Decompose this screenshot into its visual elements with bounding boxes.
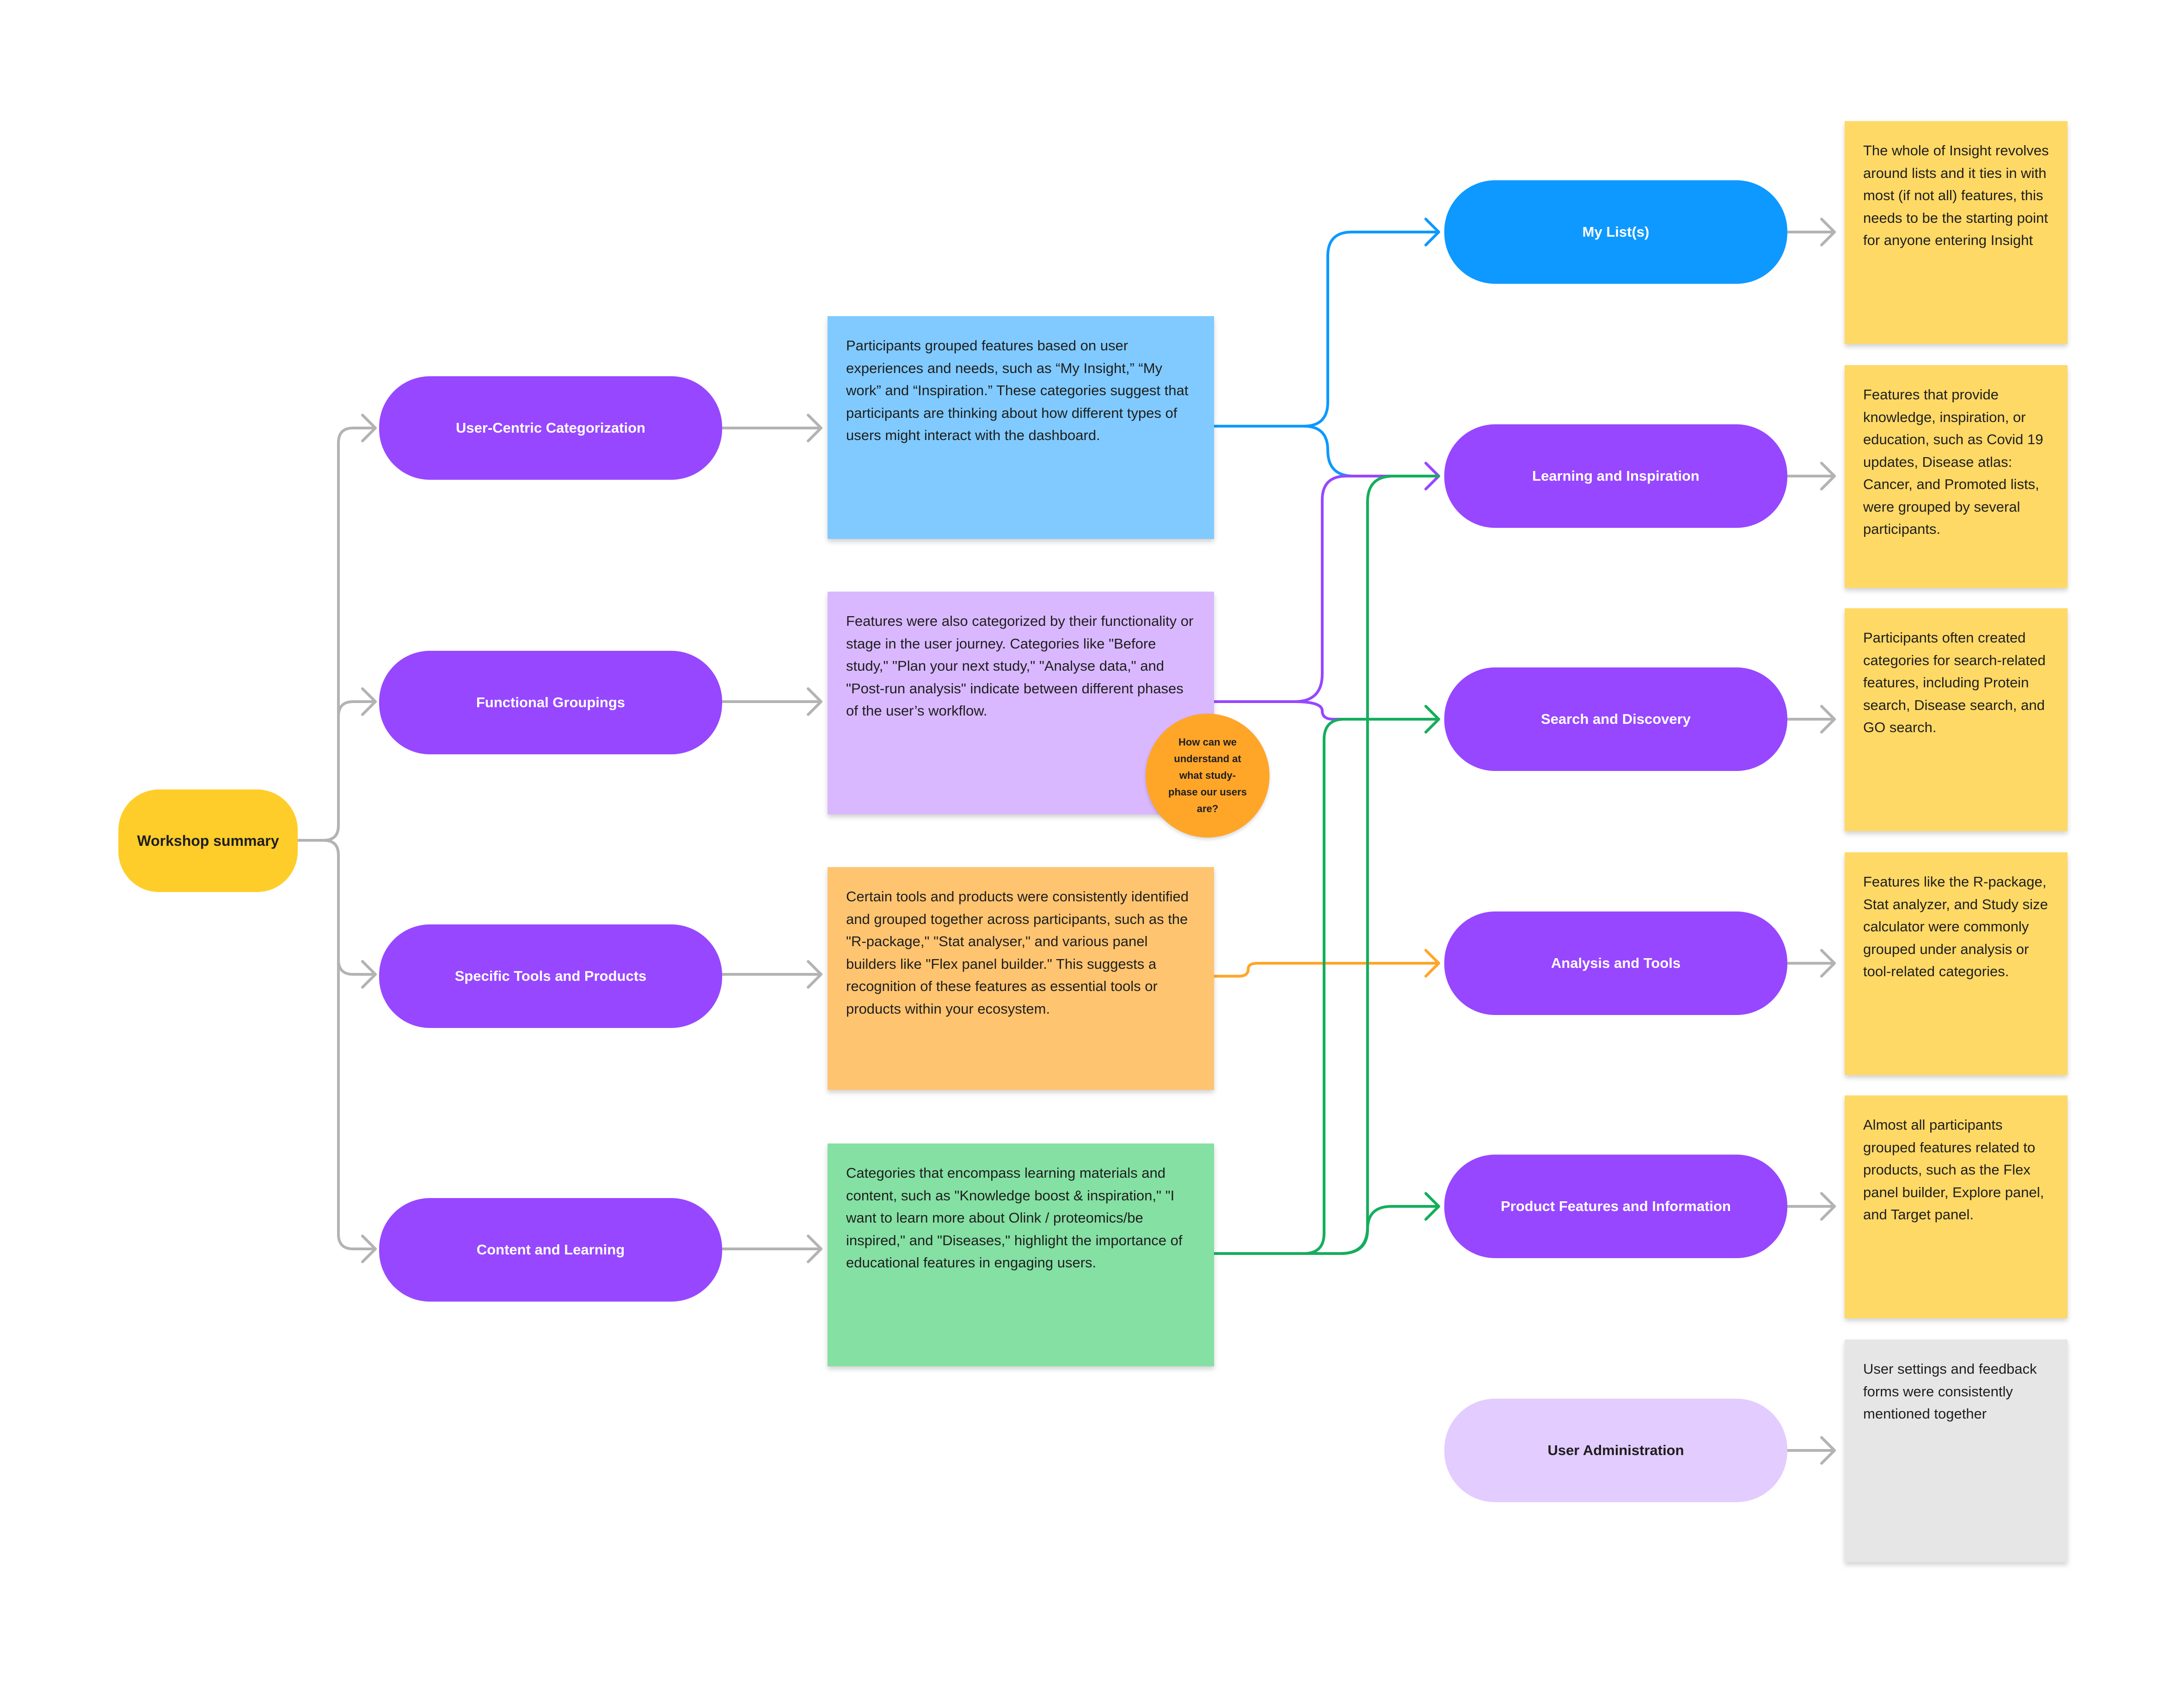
note-user-administration[interactable]: User settings and feedback forms were co… bbox=[1845, 1339, 2067, 1562]
content-connections bbox=[1213, 475, 1440, 1255]
note-specific-tools[interactable]: Certain tools and products were consiste… bbox=[828, 867, 1214, 1090]
note-analysis-tools[interactable]: Features like the R-package, Stat analyz… bbox=[1845, 852, 2067, 1075]
outcome-to-note-arrows bbox=[1779, 218, 1836, 1465]
note-my-lists[interactable]: The whole of Insight revolves around lis… bbox=[1845, 121, 2067, 344]
outcome-my-lists[interactable]: My List(s) bbox=[1444, 180, 1787, 284]
root-to-categories bbox=[297, 414, 377, 1263]
note-content-learning[interactable]: Categories that encompass learning mater… bbox=[828, 1144, 1214, 1366]
outcome-analysis-tools[interactable]: Analysis and Tools bbox=[1444, 911, 1787, 1015]
note-learning-inspiration[interactable]: Features that provide knowledge, inspira… bbox=[1845, 365, 2067, 588]
note-user-centric[interactable]: Participants grouped features based on u… bbox=[828, 316, 1214, 539]
outcome-product-features[interactable]: Product Features and Information bbox=[1444, 1155, 1787, 1258]
functional-connections bbox=[1213, 462, 1440, 721]
category-to-note-arrows bbox=[721, 414, 822, 1263]
outcome-user-administration[interactable]: User Administration bbox=[1444, 1399, 1787, 1502]
user-centric-connections bbox=[1213, 218, 1440, 477]
workshop-summary-node[interactable]: Workshop summary bbox=[118, 789, 298, 892]
outcome-search-discovery[interactable]: Search and Discovery bbox=[1444, 667, 1787, 771]
note-product-features[interactable]: Almost all participants grouped features… bbox=[1845, 1095, 2067, 1318]
category-content-learning[interactable]: Content and Learning bbox=[379, 1198, 722, 1302]
category-specific-tools[interactable]: Specific Tools and Products bbox=[379, 924, 722, 1028]
tools-connection bbox=[1213, 949, 1440, 978]
category-user-centric[interactable]: User-Centric Categorization bbox=[379, 376, 722, 480]
outcome-learning-inspiration[interactable]: Learning and Inspiration bbox=[1444, 424, 1787, 528]
category-functional-groupings[interactable]: Functional Groupings bbox=[379, 651, 722, 754]
note-search-discovery[interactable]: Participants often created categories fo… bbox=[1845, 608, 2067, 831]
question-bubble[interactable]: How can we understand at what study-phas… bbox=[1146, 714, 1270, 838]
